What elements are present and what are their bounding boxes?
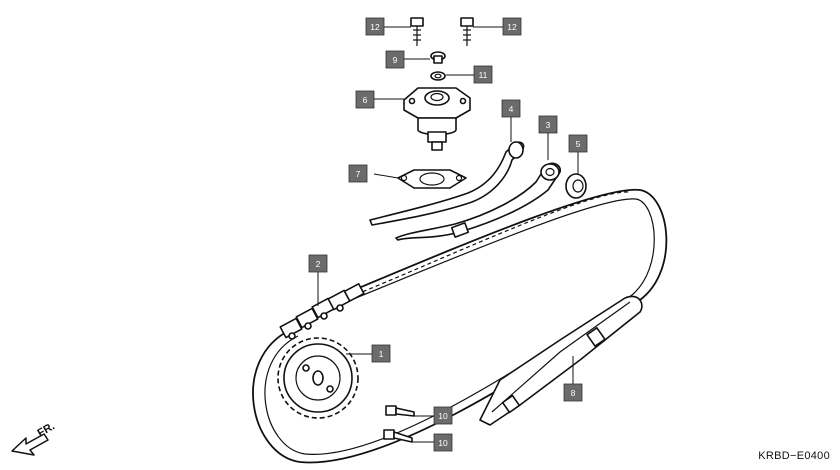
bolt-left <box>410 17 424 46</box>
callout-1: 1 <box>371 344 391 363</box>
callout-label: 5 <box>576 139 581 149</box>
bolt-10-upper <box>385 405 415 417</box>
chain-links <box>279 283 365 340</box>
callout-label: 9 <box>393 55 398 65</box>
callout-6: 6 <box>355 90 375 109</box>
callout-4: 4 <box>501 99 521 118</box>
tensioner-lifter <box>403 87 471 151</box>
callout-2: 2 <box>308 254 328 273</box>
front-arrow-icon: FR. <box>11 420 57 456</box>
callout-12-left: 12 <box>365 17 385 36</box>
roller <box>565 173 587 199</box>
callout-12-right: 12 <box>502 17 522 36</box>
callout-label: 3 <box>546 120 551 130</box>
callout-8: 8 <box>563 383 583 402</box>
callout-10-upper: 10 <box>433 406 453 425</box>
callout-label: 12 <box>507 22 517 32</box>
washer <box>430 71 446 81</box>
callout-label: 10 <box>438 438 448 448</box>
gasket <box>397 169 467 189</box>
callout-10-lower: 10 <box>433 433 453 452</box>
chain-guide-upper <box>369 141 525 226</box>
chain-guide <box>479 295 643 426</box>
cam-sprocket <box>277 337 359 419</box>
diagram-code: KRBD−E0400 <box>758 450 830 462</box>
leader-lines <box>317 26 579 443</box>
callout-label: 1 <box>379 349 384 359</box>
callout-label: 12 <box>370 22 380 32</box>
callout-5: 5 <box>568 134 588 153</box>
front-label: FR. <box>36 420 57 439</box>
sealing-screw <box>430 51 446 64</box>
callout-label: 2 <box>316 259 321 269</box>
callout-label: 6 <box>363 95 368 105</box>
bolt-right <box>460 17 474 46</box>
callout-label: 4 <box>509 104 514 114</box>
callout-label: 8 <box>571 388 576 398</box>
callout-label: 10 <box>438 411 448 421</box>
callout-9: 9 <box>385 50 405 69</box>
callout-7: 7 <box>348 164 368 183</box>
tensioner-arm <box>395 162 562 241</box>
callout-label: 11 <box>479 70 488 80</box>
callout-3: 3 <box>538 115 558 134</box>
callout-11: 11 <box>473 65 493 84</box>
callout-label: 7 <box>356 169 361 179</box>
